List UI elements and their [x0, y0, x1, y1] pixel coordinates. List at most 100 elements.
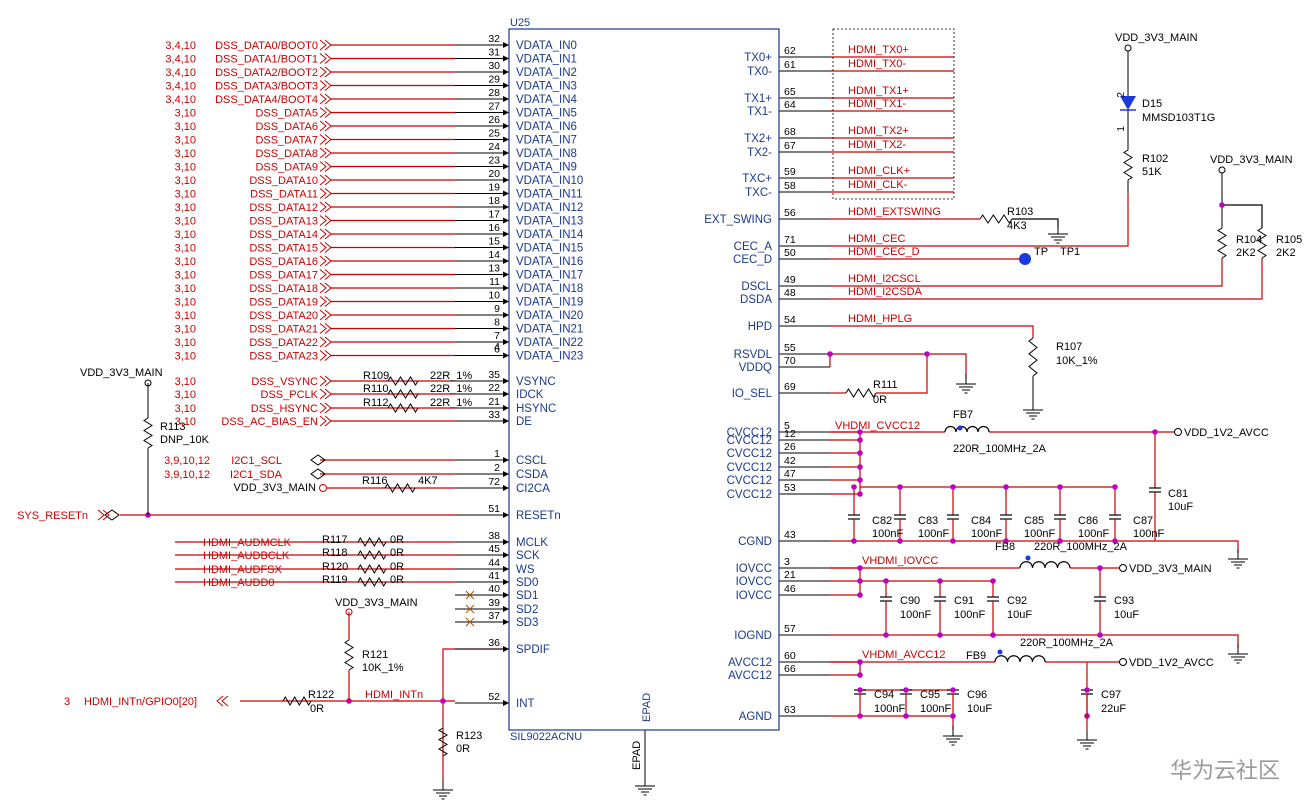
dss-offpage: [319, 174, 327, 186]
dss-offpage: [319, 309, 327, 321]
r105-resistor: [1257, 227, 1267, 259]
sync-offpage: [319, 388, 327, 400]
pin-number: 38: [488, 530, 500, 542]
pin-number: 55: [784, 342, 796, 354]
pin-number: 33: [488, 409, 500, 421]
d15-power-label: VDD_3V3_MAIN: [1115, 32, 1198, 44]
cec-wire: [830, 194, 1129, 247]
ci2ca-power-port: [319, 484, 327, 492]
r122-resistor: [282, 696, 312, 706]
sync-offpage: [319, 415, 327, 427]
pin-name: VDATA_IN8: [516, 148, 577, 160]
fb-polarity-dot: [957, 425, 963, 431]
watermark: 华为云社区: [1170, 758, 1280, 783]
pin-number: 8: [494, 317, 500, 329]
resistor-ref: R110: [363, 383, 388, 395]
i2csda-wire: [830, 258, 1263, 300]
dss-offpage: [319, 296, 327, 307]
pin-name: VDATA_IN4: [516, 94, 578, 106]
capacitor-ref: C97: [1101, 689, 1121, 701]
spdif-int-junction: [440, 698, 446, 704]
dss-page-ref: 3,10: [175, 324, 196, 336]
pin-number: 26: [784, 441, 796, 453]
dss-page-ref: 3,10: [175, 351, 196, 363]
cap-junction: [851, 538, 857, 544]
hdmi-net-label: HDMI_TX0+: [848, 44, 909, 56]
capacitor-ref: C95: [920, 689, 940, 701]
resistor-value: 2K2: [1236, 247, 1256, 259]
sync-series-resistor: [387, 376, 419, 386]
audio-series-resistor: [357, 550, 387, 560]
pin-number: 72: [488, 476, 500, 488]
pin-arrow: [503, 700, 509, 706]
pin-arrow: [503, 471, 509, 477]
capacitor-value: 100nF: [920, 703, 951, 715]
pin-number: 52: [488, 691, 500, 703]
pin-number: 4: [494, 341, 500, 353]
pin-name: DE: [516, 416, 532, 428]
r113-resistor: [143, 417, 153, 449]
cvcc-junction: [857, 477, 863, 483]
r123-resistor: [438, 727, 448, 757]
capacitor-value: 100nF: [971, 528, 1002, 540]
int-net-label: HDMI_INTn: [365, 689, 423, 701]
avcc-power-label: VDD_1V2_AVCC: [1129, 657, 1214, 669]
tp-ref: TP1: [1060, 246, 1080, 258]
pin-number: 24: [488, 141, 500, 153]
pin-arrow: [503, 69, 509, 75]
pin-name: HPD: [748, 321, 772, 333]
pin-arrow: [503, 405, 509, 411]
pin-name: TX1+: [744, 93, 772, 105]
pin-name: VDATA_IN12: [516, 202, 583, 214]
pin-number: 69: [784, 381, 796, 393]
fb9-bead: [994, 655, 1046, 663]
pin-number: 22: [488, 382, 500, 394]
avcc-net-label: VHDMI_AVCC12: [862, 649, 946, 661]
capacitor-ref: C91: [954, 595, 974, 607]
resistor-ref: R113: [160, 421, 185, 433]
dss-net-label: DSS_DATA17: [249, 270, 318, 282]
pin-arrow: [503, 339, 509, 345]
dss-page-ref: 3,10: [175, 283, 196, 295]
pin-name: VDATA_IN10: [516, 175, 583, 187]
dss-offpage: [319, 242, 327, 253]
pin-number: 64: [784, 99, 796, 111]
sync-net-label: DSS_HSYNC: [251, 403, 318, 415]
pin-number: 61: [784, 59, 796, 71]
pin-arrow: [503, 217, 509, 224]
i2csda-net-label: HDMI_I2CSDA: [848, 286, 923, 298]
pin-arrow: [503, 190, 509, 197]
dss-net-label: DSS_DATA20: [249, 310, 318, 322]
pin-name: IDCK: [516, 389, 544, 401]
dss-net-label: DSS_DATA11: [250, 189, 318, 201]
pin-name: CVCC12: [727, 475, 772, 487]
hdmi-net-label: HDMI_TX2-: [848, 139, 906, 151]
pin-number: 48: [784, 287, 796, 299]
i2c-net-label: I2C1_SCL: [231, 455, 282, 467]
sync-page-ref: 3,10: [175, 376, 196, 388]
dss-net-label: DSS_DATA15: [249, 243, 318, 255]
cvcc-junction: [857, 464, 863, 470]
c81-junction: [1152, 429, 1158, 435]
audio-series-resistor: [357, 577, 387, 587]
dss-page-ref: 3,10: [175, 202, 196, 214]
pin-number: 15: [488, 236, 500, 248]
pin-name: RESETn: [516, 510, 561, 522]
dss-offpage: [324, 107, 332, 118]
pin-number: 3: [784, 556, 790, 568]
pin-arrow: [503, 271, 509, 278]
tp-label: TP: [1034, 246, 1048, 258]
pin-number: 19: [488, 182, 500, 194]
capacitor-value: 100nF: [1024, 528, 1055, 540]
pin-number: 50: [784, 247, 796, 259]
dss-offpage: [324, 215, 332, 226]
capacitor-ref: C86: [1078, 515, 1098, 527]
pin-arrow: [503, 285, 509, 291]
rsvdl-junction: [827, 351, 833, 357]
ic-epad-net: EPAD: [631, 741, 643, 770]
test-point: [1019, 253, 1031, 265]
dss-offpage: [319, 188, 327, 199]
avcc-power-port: [1119, 658, 1127, 666]
dss-offpage: [319, 336, 327, 348]
pin-arrow: [503, 391, 509, 397]
